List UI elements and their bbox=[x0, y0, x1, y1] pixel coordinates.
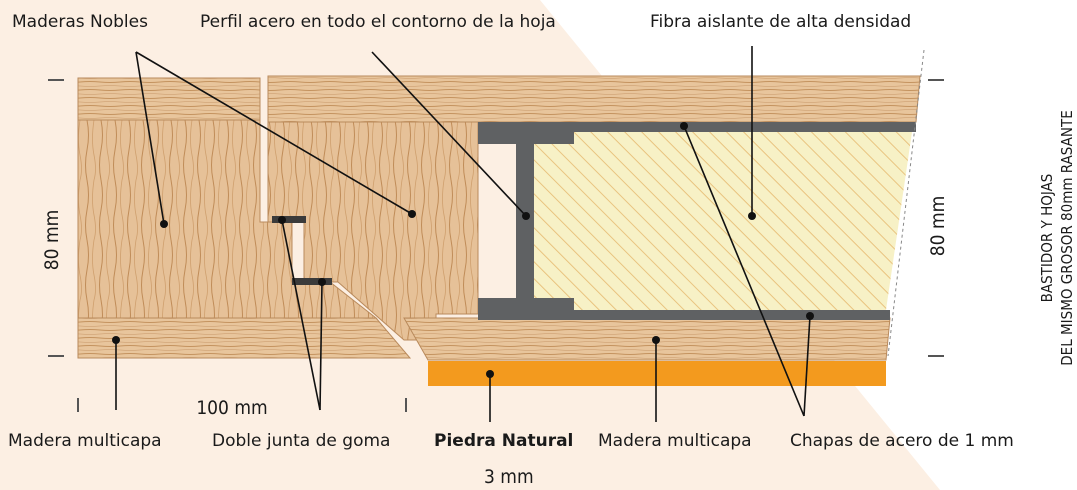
label-piedra-natural: Piedra Natural bbox=[434, 431, 573, 451]
steel-web bbox=[516, 144, 534, 298]
label-chapas-acero: Chapas de acero de 1 mm bbox=[790, 431, 1014, 451]
dimension-right-height: 80 mm bbox=[927, 196, 949, 256]
label-perfil-acero: Perfil acero en todo el contorno de la h… bbox=[200, 12, 556, 32]
steel-plate-bottom bbox=[478, 310, 890, 320]
gasket-top bbox=[272, 216, 306, 223]
steel-flange-top bbox=[478, 132, 574, 144]
steel-flange-bottom bbox=[478, 298, 574, 310]
natural-stone-strip bbox=[428, 361, 886, 386]
steel-plate-top bbox=[478, 122, 916, 132]
frame-bottom-plywood bbox=[77, 317, 412, 359]
dimension-left-height: 80 mm bbox=[41, 210, 63, 270]
leaf-top-plywood bbox=[267, 75, 921, 123]
label-fibra-aislante: Fibra aislante de alta densidad bbox=[650, 12, 911, 32]
label-madera-multicapa-right: Madera multicapa bbox=[598, 431, 752, 451]
dimension-ticks bbox=[48, 49, 944, 412]
leader-lines bbox=[112, 46, 814, 422]
label-madera-multicapa-left: Madera multicapa bbox=[8, 431, 162, 451]
leaf-bottom-plywood bbox=[403, 317, 891, 361]
label-maderas-nobles: Maderas Nobles bbox=[12, 12, 148, 32]
label-piedra-grosor: 3 mm bbox=[484, 466, 534, 488]
side-caption-line2: DEL MISMO GROSOR 80mm RASANTE bbox=[1058, 110, 1076, 365]
dimension-width: 100 mm bbox=[196, 397, 267, 419]
frame-top-plywood bbox=[77, 77, 261, 121]
label-doble-junta: Doble junta de goma bbox=[212, 431, 390, 451]
side-caption-line1: BASTIDOR Y HOJAS bbox=[1038, 174, 1056, 303]
gasket-bottom bbox=[292, 278, 332, 285]
frame-left bbox=[77, 77, 412, 359]
